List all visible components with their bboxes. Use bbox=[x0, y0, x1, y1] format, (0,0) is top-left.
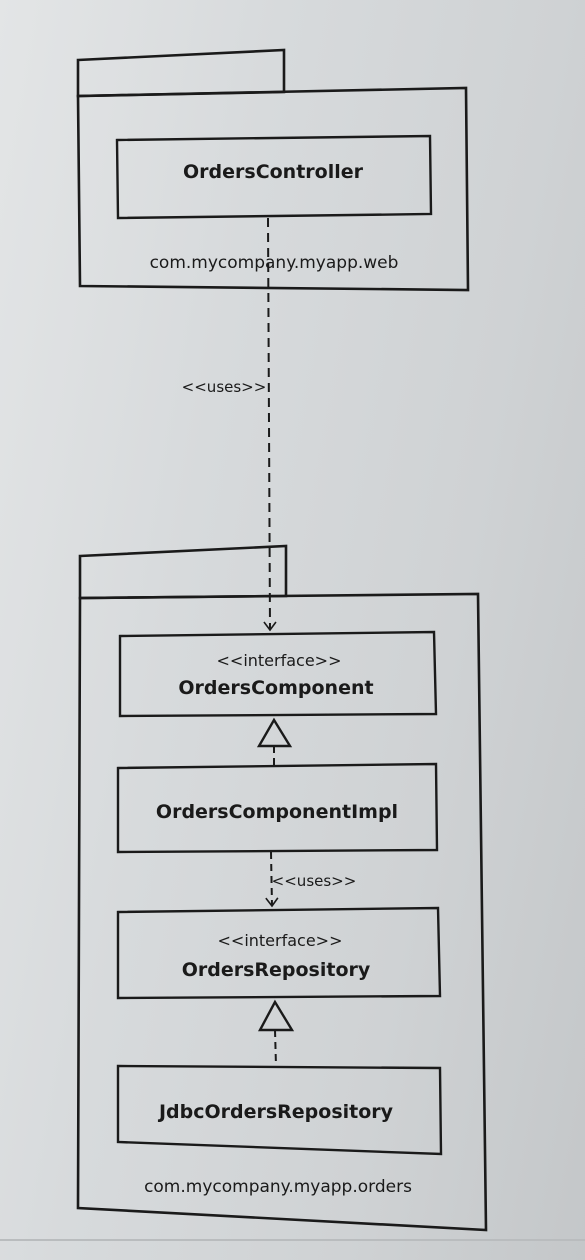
uses-label-impl: <<uses>> bbox=[272, 872, 357, 890]
realization-arrowhead-repository bbox=[257, 999, 295, 1032]
orders-component-interface: <<interface>> OrdersComponent bbox=[118, 630, 438, 718]
uses-dependency-arrow-repository bbox=[265, 851, 279, 908]
web-package-body bbox=[76, 86, 470, 292]
web-package: com.mycompany.myapp.web bbox=[76, 48, 470, 292]
orders-controller-class: OrdersController bbox=[115, 134, 433, 220]
orders-repository-interface: <<interface>> OrdersRepository bbox=[116, 906, 442, 1000]
orders-component-impl-name: OrdersComponentImpl bbox=[156, 801, 398, 823]
realization-line-repository bbox=[274, 1029, 277, 1067]
uses-label-controller: <<uses>> bbox=[182, 378, 267, 396]
orders-controller-box bbox=[115, 134, 433, 220]
jdbc-orders-repository-box bbox=[116, 1064, 443, 1156]
orders-component-impl-class: OrdersComponentImpl bbox=[116, 762, 439, 854]
orders-repository-name: OrdersRepository bbox=[182, 959, 371, 981]
orders-package-label: com.mycompany.myapp.orders bbox=[144, 1177, 412, 1197]
orders-component-impl-box bbox=[116, 762, 439, 854]
orders-component-box bbox=[118, 630, 438, 718]
uses-dependency-arrow bbox=[263, 217, 277, 632]
realization-arrowhead-component bbox=[256, 717, 293, 748]
orders-component-name: OrdersComponent bbox=[178, 677, 373, 699]
web-package-label: com.mycompany.myapp.web bbox=[150, 253, 399, 273]
orders-repository-stereotype: <<interface>> bbox=[218, 931, 343, 950]
orders-controller-name: OrdersController bbox=[183, 161, 364, 183]
web-package-tab bbox=[76, 48, 286, 98]
orders-package: com.mycompany.myapp.orders bbox=[76, 544, 488, 1232]
orders-repository-box bbox=[116, 906, 442, 1000]
jdbc-orders-repository-class: JdbcOrdersRepository bbox=[116, 1064, 443, 1156]
orders-package-body bbox=[76, 592, 488, 1232]
orders-component-stereotype: <<interface>> bbox=[217, 651, 342, 670]
jdbc-orders-repository-name: JdbcOrdersRepository bbox=[157, 1101, 394, 1123]
orders-package-tab bbox=[78, 544, 288, 600]
